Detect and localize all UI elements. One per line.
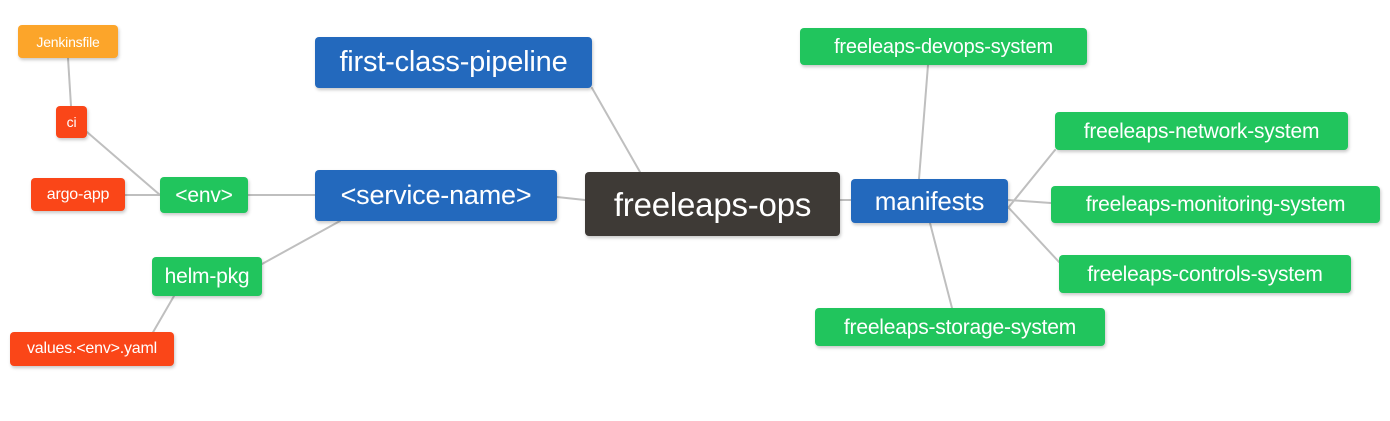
edge-manifests-to-freeleaps-monitoring-system bbox=[1007, 199, 1052, 204]
edge-manifests-to-freeleaps-network-system bbox=[1007, 149, 1056, 209]
node-env[interactable]: <env> bbox=[160, 177, 248, 213]
edge-first-class-pipeline-to-freeleaps-ops bbox=[591, 87, 641, 173]
node-first-class-pipeline[interactable]: first-class-pipeline bbox=[315, 37, 592, 88]
node-freeleaps-devops-system[interactable]: freeleaps-devops-system bbox=[800, 28, 1087, 65]
edge-jenkinsfile-to-ci bbox=[67, 57, 72, 107]
edge-helm-pkg-to-service-name bbox=[261, 220, 341, 265]
node-manifests[interactable]: manifests bbox=[851, 179, 1008, 223]
node-freeleaps-storage-system[interactable]: freeleaps-storage-system bbox=[815, 308, 1105, 346]
node-values-yaml[interactable]: values.<env>.yaml bbox=[10, 332, 174, 366]
edge-manifests-to-freeleaps-devops-system bbox=[918, 64, 929, 180]
node-ci[interactable]: ci bbox=[56, 106, 87, 138]
node-freeleaps-controls-system[interactable]: freeleaps-controls-system bbox=[1059, 255, 1351, 293]
node-service-name[interactable]: <service-name> bbox=[315, 170, 557, 221]
node-helm-pkg[interactable]: helm-pkg bbox=[152, 257, 262, 296]
node-jenkinsfile[interactable]: Jenkinsfile bbox=[18, 25, 118, 58]
node-freeleaps-ops[interactable]: freeleaps-ops bbox=[585, 172, 840, 236]
edge-manifests-to-freeleaps-storage-system bbox=[929, 222, 953, 309]
node-argo-app[interactable]: argo-app bbox=[31, 178, 125, 211]
node-freeleaps-network-system[interactable]: freeleaps-network-system bbox=[1055, 112, 1348, 150]
edge-values-yaml-to-helm-pkg bbox=[151, 295, 175, 335]
node-freeleaps-monitoring-system[interactable]: freeleaps-monitoring-system bbox=[1051, 186, 1380, 223]
edge-service-name-to-freeleaps-ops bbox=[556, 196, 586, 201]
